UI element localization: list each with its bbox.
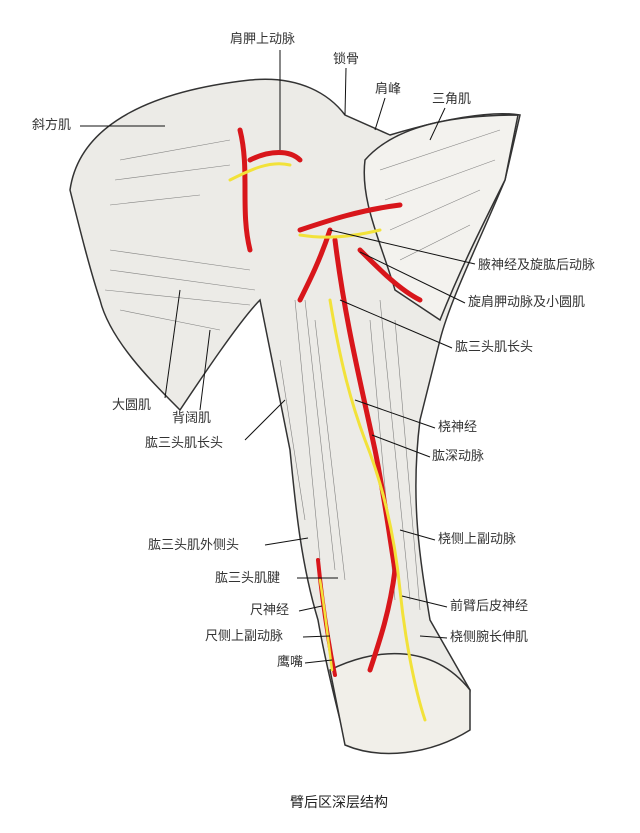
- label-latissimus-dorsi: 背阔肌: [172, 411, 212, 426]
- label-triceps-long-head-left: 肱三头肌长头: [145, 436, 224, 451]
- label-deltoid: 三角肌: [432, 92, 472, 107]
- label-triceps-lateral-head: 肱三头肌外侧头: [148, 538, 240, 553]
- label-suprascapular-artery: 肩胛上动脉: [230, 32, 296, 47]
- label-teres-major: 大圆肌: [112, 398, 152, 413]
- label-trapezius: 斜方肌: [32, 118, 72, 133]
- label-triceps-long-head-right: 肱三头肌长头: [455, 340, 534, 355]
- label-olecranon: 鹰嘴: [277, 655, 304, 670]
- label-acromion: 肩峰: [375, 82, 402, 97]
- label-axillary-nerve: 腋神经及旋肱后动脉: [478, 258, 596, 273]
- figure-caption: 臂后区深层结构: [290, 795, 388, 811]
- label-posterior-cutaneous-nerve: 前臂后皮神经: [450, 599, 529, 614]
- label-clavicle: 锁骨: [333, 52, 360, 67]
- leader-lines: [80, 50, 476, 664]
- label-radial-nerve: 桡神经: [438, 420, 478, 435]
- label-circumflex-scapular: 旋肩胛动脉及小圆肌: [468, 295, 586, 310]
- muscle-fiber-lines: [104, 129, 501, 611]
- label-ulnar-nerve: 尺神经: [250, 603, 290, 618]
- label-superior-ulnar-collateral: 尺侧上副动脉: [205, 629, 284, 644]
- nerves: [228, 162, 427, 722]
- label-deep-brachial-artery: 肱深动脉: [432, 449, 485, 464]
- label-ecrl: 桡侧腕长伸肌: [450, 630, 529, 645]
- forearm-stump: [329, 652, 471, 755]
- label-radial-collateral-artery: 桡侧上副动脉: [438, 532, 517, 547]
- label-triceps-tendon: 肱三头肌腱: [215, 571, 281, 586]
